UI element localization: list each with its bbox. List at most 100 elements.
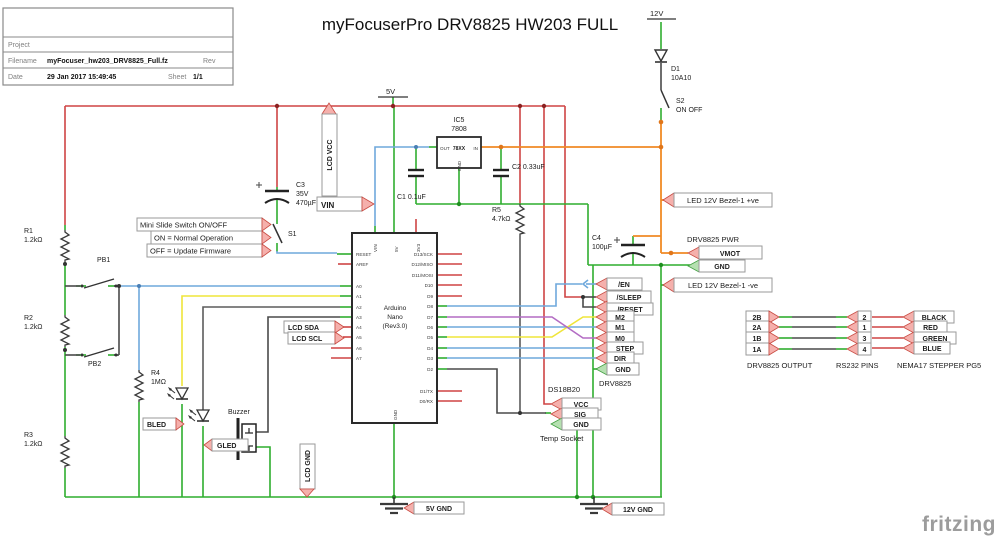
arduino-nano[interactable]: Arduino Nano (Rev3.0) VIN 5V 3V3 GND RES… xyxy=(351,232,438,424)
temp-socket-connector[interactable]: DS18B20 VCC SIG GND Temp Socket xyxy=(540,385,602,443)
resistor-r2[interactable] xyxy=(60,314,70,348)
label-slide-switch-3[interactable]: OFF = Update Firmware xyxy=(146,243,272,258)
drv8825-connector[interactable]: /EN /SLEEP /RESET M2 M1 M0 STEP DIR GND … xyxy=(595,277,654,388)
label-bled[interactable]: BLED xyxy=(142,417,185,431)
green-arrow-left-icon xyxy=(687,259,700,273)
led-bled[interactable] xyxy=(166,386,189,400)
pink-arrow-left-icon xyxy=(595,351,608,365)
ground-symbol-12v xyxy=(578,495,610,515)
resistor-r3[interactable] xyxy=(60,435,70,469)
pink-arrow-left-icon xyxy=(595,290,608,304)
pink-arrow-left-icon xyxy=(595,320,608,334)
lcd-scl-text: LCD SCL xyxy=(292,336,323,343)
arduino-name-2: Nano xyxy=(387,314,403,321)
rev-label: Rev xyxy=(203,58,216,65)
nema17-connector[interactable]: BLACK RED GREEN BLUE NEMA17 STEPPER PG5 xyxy=(897,310,981,370)
green-arrow-left-icon xyxy=(550,417,563,431)
arduino-pin-3v3: 3V3 xyxy=(416,243,421,252)
r5-value: 4.7kΩ xyxy=(492,216,510,223)
pink-arrow-left-icon xyxy=(595,331,608,345)
label-12v-gnd[interactable]: 12V GND xyxy=(601,502,665,516)
label-slide-switch-2[interactable]: ON = Normal Operation xyxy=(150,230,272,245)
lcd-vcc-text: LCD VCC xyxy=(327,139,334,170)
temp-socket-caption: Temp Socket xyxy=(540,434,584,443)
label-lcd-scl[interactable]: LCD SCL xyxy=(287,331,345,345)
s1-ref: S1 xyxy=(288,231,297,238)
label-bezel-negative[interactable]: LED 12V Bezel-1 -ve xyxy=(662,277,773,293)
drv-pin-step: STEP xyxy=(616,346,635,353)
pink-arrow-left-icon xyxy=(203,438,213,452)
resistor-r1[interactable] xyxy=(60,229,70,263)
arduino-pin-a7: A7 xyxy=(356,356,362,361)
arduino-pin-d0: D0/RX xyxy=(419,399,433,404)
label-5v-gnd[interactable]: 5V GND xyxy=(403,501,465,515)
switch-s1[interactable] xyxy=(272,223,283,244)
pink-arrow-left-icon xyxy=(902,320,915,334)
capacitor-c4[interactable] xyxy=(614,237,646,258)
slide-switch-text-2: ON = Normal Operation xyxy=(154,234,233,243)
project-label: Project xyxy=(8,42,30,49)
switch-s2[interactable] xyxy=(660,89,670,109)
resistor-r5[interactable] xyxy=(515,203,525,237)
label-lcd-gnd[interactable]: LCD GND xyxy=(299,443,316,498)
bezel-positive-text: LED 12V Bezel-1 +ve xyxy=(687,196,759,205)
label-lcd-sda[interactable]: LCD SDA xyxy=(283,320,345,334)
drv-pin-gnd: GND xyxy=(615,367,631,374)
rs232-caption: RS232 PINS xyxy=(836,361,879,370)
pink-arrow-right-icon xyxy=(334,331,345,345)
rs232-connector[interactable]: 2 1 3 4 RS232 PINS xyxy=(836,310,879,370)
green-arrow-left-icon xyxy=(595,362,608,376)
label-pwr-gnd[interactable]: GND xyxy=(687,259,746,273)
label-bezel-positive[interactable]: LED 12V Bezel-1 +ve xyxy=(662,192,773,208)
arduino-name-3: (Rev3.0) xyxy=(383,323,408,330)
label-lcd-vcc[interactable]: LCD VCC xyxy=(321,102,338,197)
diode-d1[interactable] xyxy=(653,49,669,63)
capacitor-c1[interactable] xyxy=(408,168,424,178)
capacitor-c2[interactable] xyxy=(493,168,509,178)
drv-pin-m2: M2 xyxy=(615,315,625,322)
temp-pin-vcc: VCC xyxy=(574,402,589,409)
plus-sign-icon xyxy=(256,182,262,188)
pb1-label: PB1 xyxy=(97,257,110,264)
rs232-pin-1: 1 xyxy=(863,325,867,332)
pink-arrow-left-icon xyxy=(550,407,563,421)
label-vin[interactable]: VIN xyxy=(316,196,375,212)
pink-arrow-left-icon xyxy=(902,341,915,355)
arduino-pin-reset: RESET xyxy=(356,252,372,257)
pink-arrow-right-icon xyxy=(768,331,780,345)
drv-pin-m0: M0 xyxy=(615,336,625,343)
rs232-pin-4: 4 xyxy=(863,347,867,354)
nema-pin-black: BLACK xyxy=(922,315,947,322)
wires-blue xyxy=(119,146,597,370)
d1-value: 10A10 xyxy=(671,75,691,82)
pink-arrow-right-icon xyxy=(334,320,345,334)
wires-orange xyxy=(481,122,688,254)
arduino-pin-d6: D6 xyxy=(427,325,433,330)
led-gled[interactable] xyxy=(187,408,210,422)
pink-arrow-left-icon xyxy=(595,310,608,324)
pushbutton-pb1[interactable] xyxy=(80,278,118,289)
component-labels: 12V 5V D1 10A10 S2 ON OFF S1 IC5 7808 C1… xyxy=(24,9,702,448)
pink-arrow-right-icon xyxy=(261,217,272,232)
label-vmot[interactable]: VMOT xyxy=(687,245,763,260)
label-slide-switch-1[interactable]: Mini Slide Switch ON/OFF xyxy=(136,217,272,232)
pushbutton-pb2[interactable] xyxy=(80,347,118,358)
pink-arrow-left-icon xyxy=(902,310,915,324)
label-gled[interactable]: GLED xyxy=(203,438,249,452)
r3-ref: R3 xyxy=(24,432,33,439)
capacitor-c3[interactable] xyxy=(256,182,290,204)
drv-out-2a: 2A xyxy=(753,325,762,332)
regulator-ic5[interactable]: OUT 78XX IN GND xyxy=(436,136,482,171)
12v-net-label: 12V xyxy=(650,9,663,18)
drv-out-1a: 1A xyxy=(753,347,762,354)
drv-output-connector[interactable]: 2B 2A 1B 1A DRV8825 OUTPUT xyxy=(745,310,813,370)
c4-ref: C4 xyxy=(592,235,601,242)
resistor-r4[interactable] xyxy=(134,369,144,403)
arduino-pin-d13: D13/SCK xyxy=(414,252,434,257)
s2-ref: S2 xyxy=(676,98,685,105)
c3-value: 470µF xyxy=(296,200,316,207)
pink-arrow-left-icon xyxy=(595,341,608,355)
arduino-pin-vin: VIN xyxy=(373,244,378,252)
